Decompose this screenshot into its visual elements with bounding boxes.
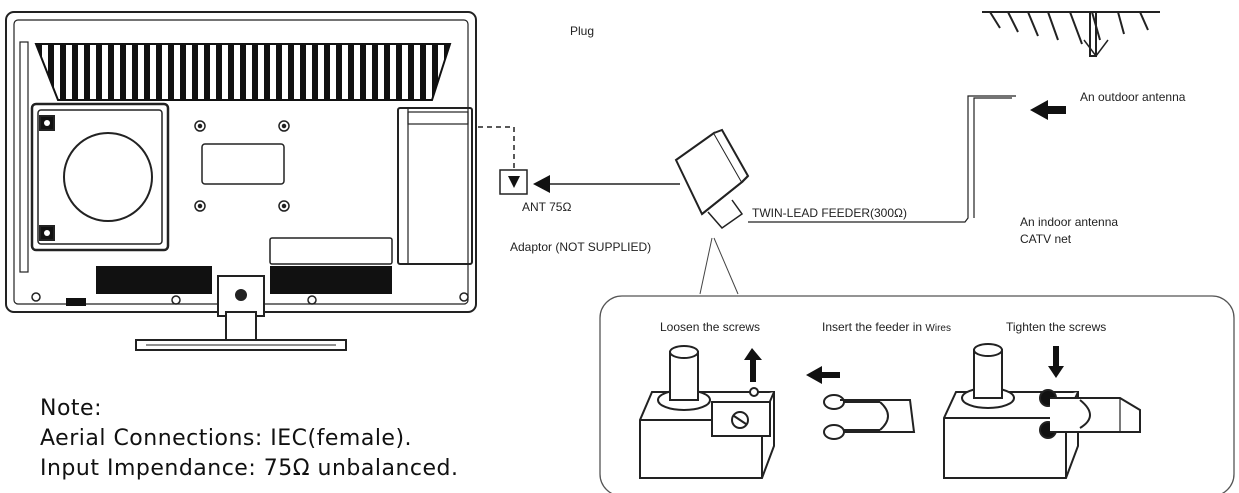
indoor-antenna-label: An indoor antenna [1020, 215, 1118, 229]
feeder-label: TWIN-LEAD FEEDER(300Ω) [752, 206, 907, 220]
tighten-label: Tighten the screws [1006, 320, 1106, 334]
tv-back [6, 12, 476, 350]
ant-label: ANT 75Ω [522, 200, 571, 214]
note-input-impedance: Input Impendance: 75Ω unbalanced. [40, 456, 459, 482]
outdoor-arrow [1030, 100, 1066, 120]
loosen-label: Loosen the screws [660, 320, 760, 334]
adaptor [676, 130, 748, 228]
callout-lines [700, 238, 738, 294]
catv-label: CATV net [1020, 232, 1071, 246]
insert-label: Insert the feeder in Wires [822, 320, 951, 336]
feeder-line [748, 96, 1016, 222]
insert-label-main: Insert the feeder in [822, 320, 922, 334]
ant-connector [478, 127, 527, 194]
insert-label-wires: Wires [925, 323, 951, 334]
adaptor-label: Adaptor (NOT SUPPLIED) [510, 240, 651, 254]
ant-arrow [533, 175, 680, 193]
note-title: Note: [40, 396, 102, 422]
outdoor-antenna [982, 12, 1160, 56]
plug-label: Plug [570, 24, 594, 38]
outdoor-antenna-label: An outdoor antenna [1080, 90, 1185, 104]
note-aerial-connections: Aerial Connections: IEC(female). [40, 426, 412, 452]
